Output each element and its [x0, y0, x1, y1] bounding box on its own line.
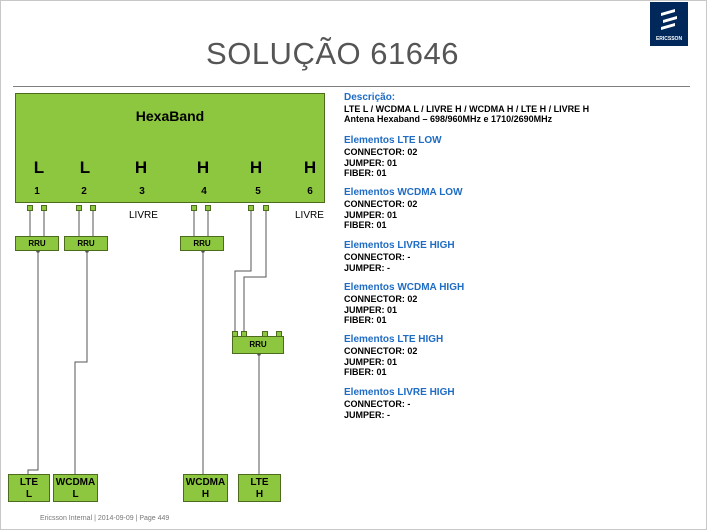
band-label-2: L — [79, 158, 91, 177]
antenna-connector — [41, 205, 47, 211]
section-lte-low: Elementos LTE LOW CONNECTOR: 02 JUMPER: … — [344, 135, 442, 179]
endpoint-wcdma-h: WCDMA H — [183, 474, 228, 502]
antenna-connector — [191, 205, 197, 211]
antenna-connector — [205, 205, 211, 211]
section-wcdma-high: Elementos WCDMA HIGH CONNECTOR: 02 JUMPE… — [344, 282, 464, 326]
section-line: CONNECTOR: 02 — [344, 199, 418, 209]
rru-wcdma-low: RRU — [64, 236, 108, 251]
slide-footer: Ericsson Internal | 2014-09-09 | Page 44… — [40, 515, 170, 522]
endpoint-band: L — [25, 489, 33, 500]
section-livre-high-2: Elementos LIVRE HIGH CONNECTOR: - JUMPER… — [344, 387, 455, 420]
endpoint-band: H — [201, 489, 210, 500]
section-heading: Elementos WCDMA HIGH — [344, 282, 465, 293]
section-livre-high-1: Elementos LIVRE HIGH CONNECTOR: - JUMPER… — [344, 240, 455, 273]
section-heading: Elementos WCDMA LOW — [344, 187, 463, 198]
section-line: FIBER: 01 — [344, 367, 387, 377]
band-label-3: H — [134, 158, 148, 177]
section-line: CONNECTOR: 02 — [344, 294, 418, 304]
section-heading: Elementos LTE LOW — [344, 135, 442, 146]
section-line: JUMPER: 01 — [344, 157, 398, 168]
section-heading: Elementos LIVRE HIGH — [344, 387, 455, 398]
section-line: FIBER: 01 — [344, 315, 387, 325]
antenna-connector — [90, 205, 96, 211]
antenna-connector — [27, 205, 33, 211]
description-line-2: Antena Hexaband – 698/960MHz e 1710/2690… — [344, 114, 553, 124]
band-label-4: H — [196, 158, 210, 177]
endpoint-tech: WCDMA — [185, 477, 226, 488]
section-line: JUMPER: - — [344, 409, 391, 420]
section-line: JUMPER: 01 — [344, 209, 398, 220]
endpoint-tech: WCDMA — [55, 477, 96, 488]
livre-label-port-6: LIVRE — [295, 210, 324, 221]
port-number-1: 1 — [34, 186, 40, 197]
endpoint-band: L — [72, 489, 79, 500]
port-number-3: 3 — [139, 186, 145, 197]
section-line: CONNECTOR: 02 — [344, 346, 418, 356]
antenna-connector — [76, 205, 82, 211]
antenna-connector — [263, 205, 269, 211]
ericsson-logo-icon — [661, 9, 677, 30]
antenna-connector — [248, 205, 254, 211]
section-line: CONNECTOR: 02 — [344, 147, 418, 157]
port-number-5: 5 — [255, 186, 261, 197]
section-line: JUMPER: 01 — [344, 304, 398, 315]
section-heading: Elementos LTE HIGH — [344, 334, 444, 345]
section-line: FIBER: 01 — [344, 168, 387, 178]
section-line: FIBER: 01 — [344, 220, 387, 230]
hexaband-antenna: HexaBand L L H H H H 1 2 3 4 5 6 — [15, 93, 325, 203]
endpoint-tech: LTE — [19, 477, 39, 488]
band-label-5: H — [249, 158, 263, 177]
section-lte-high: Elementos LTE HIGH CONNECTOR: 02 JUMPER:… — [344, 334, 443, 378]
section-line: JUMPER: - — [344, 262, 391, 273]
rru-lte-high: RRU — [232, 336, 284, 354]
antenna-name: HexaBand — [135, 108, 205, 124]
section-wcdma-low: Elementos WCDMA LOW CONNECTOR: 02 JUMPER… — [344, 187, 463, 231]
rru-wcdma-high: RRU — [180, 236, 224, 251]
section-line: CONNECTOR: - — [344, 399, 411, 409]
band-label-6: H — [303, 158, 317, 177]
section-line: CONNECTOR: - — [344, 252, 411, 262]
endpoint-lte-l: LTE L — [8, 474, 50, 502]
port-number-2: 2 — [81, 186, 87, 197]
endpoint-tech: LTE — [250, 477, 269, 488]
logo-wordmark: ERICSSON — [655, 36, 683, 42]
endpoint-wcdma-l: WCDMA L — [53, 474, 98, 502]
description-line-1: LTE L / WCDMA L / LIVRE H / WCDMA H / LT… — [344, 103, 590, 114]
port-number-6: 6 — [307, 186, 313, 197]
endpoint-lte-h: LTE H — [238, 474, 281, 502]
band-label-1: L — [33, 158, 45, 177]
ericsson-logo: ERICSSON — [650, 2, 688, 46]
description-block: Descrição: LTE L / WCDMA L / LIVRE H / W… — [344, 92, 689, 125]
section-line: JUMPER: 01 — [344, 356, 398, 367]
slide-title: SOLUÇÃO 61646 — [206, 36, 459, 71]
title-divider — [13, 86, 690, 87]
endpoint-band: H — [255, 489, 264, 500]
rru-lte-low: RRU — [15, 236, 59, 251]
port-number-4: 4 — [201, 186, 207, 197]
description-heading: Descrição: — [344, 92, 396, 103]
section-heading: Elementos LIVRE HIGH — [344, 240, 455, 251]
livre-label-port-3: LIVRE — [129, 210, 158, 221]
